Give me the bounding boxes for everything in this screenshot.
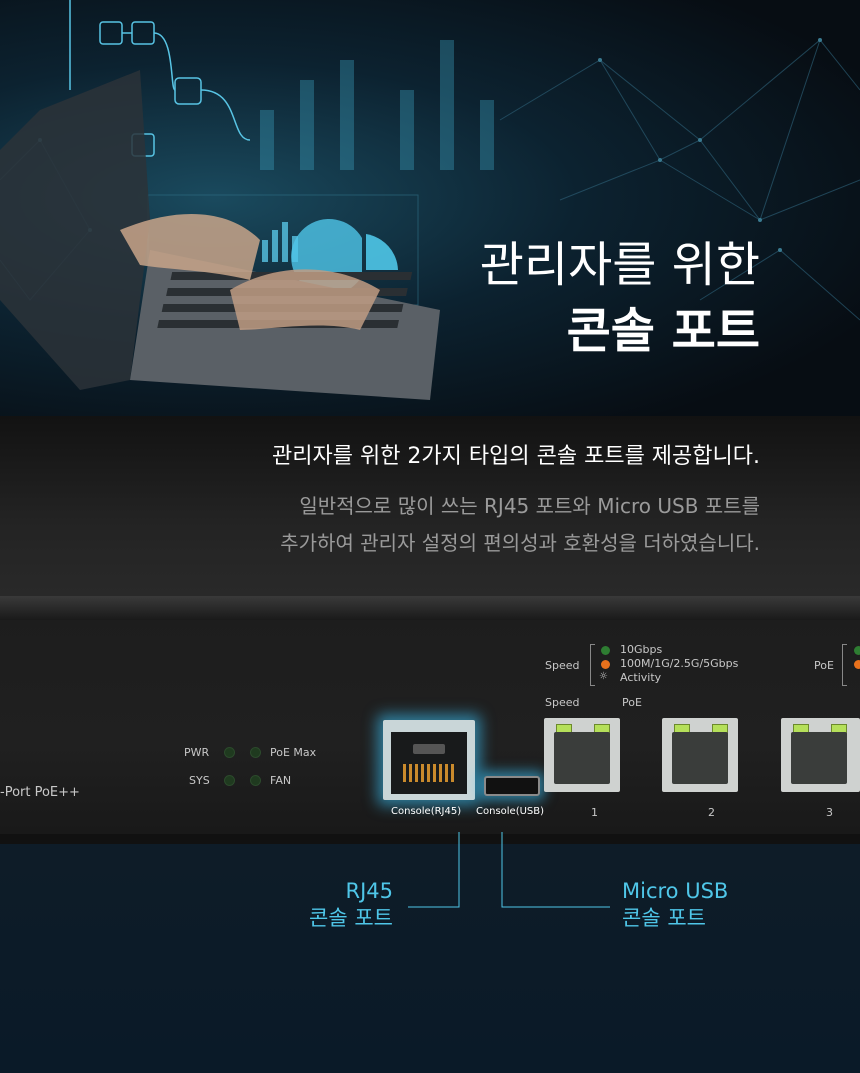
poe-max-led bbox=[250, 747, 261, 758]
callout-section bbox=[0, 844, 860, 1073]
legend-speed-label: Speed bbox=[545, 659, 580, 672]
fan-led bbox=[250, 775, 261, 786]
legend-poe-bracket bbox=[842, 644, 847, 686]
description-sub-line1: 일반적으로 많이 쓰는 RJ45 포트와 Micro USB 포트를 bbox=[299, 494, 760, 518]
legend-item-10gbps: 10Gbps bbox=[620, 643, 663, 656]
sys-label: SYS bbox=[189, 774, 210, 787]
sys-led bbox=[224, 775, 235, 786]
pwr-label: PWR bbox=[184, 746, 210, 759]
legend-green-dot bbox=[601, 646, 610, 655]
rj45-pins bbox=[403, 764, 455, 782]
callout-rj45-line1: RJ45 bbox=[345, 879, 393, 903]
pwr-led bbox=[224, 747, 235, 758]
legend-poe-label: PoE bbox=[814, 659, 834, 672]
console-usb-port bbox=[484, 776, 540, 796]
panel-bottom-edge bbox=[0, 834, 860, 844]
callout-rj45-line2: 콘솔 포트 bbox=[309, 906, 393, 930]
hero-title-line2: 콘솔 포트 bbox=[566, 303, 760, 359]
hero-illustration bbox=[0, 0, 860, 400]
port-jack bbox=[791, 732, 847, 784]
callout-usb-line1: Micro USB bbox=[622, 879, 729, 903]
poe-max-label: PoE Max bbox=[270, 746, 317, 759]
legend-orange-dot bbox=[601, 660, 610, 669]
port-number-2: 2 bbox=[708, 806, 715, 819]
description-sub-line2: 추가하여 관리자 설정의 편의성과 호환성을 더하였습니다. bbox=[280, 531, 760, 555]
activity-icon: ☼ bbox=[599, 671, 608, 682]
legend-poe-green-dot bbox=[854, 646, 860, 655]
port-jack bbox=[554, 732, 610, 784]
legend-bracket bbox=[590, 644, 595, 686]
port-number-3: 3 bbox=[826, 806, 833, 819]
console-rj45-port bbox=[383, 720, 475, 800]
port-jack bbox=[672, 732, 728, 784]
rj45-latch bbox=[413, 744, 445, 754]
legend-poe-orange-dot bbox=[854, 660, 860, 669]
legend-item-activity: Activity bbox=[620, 671, 662, 684]
model-text: -Port PoE++ bbox=[0, 785, 80, 800]
callout-rj45: RJ45 콘솔 포트 bbox=[309, 878, 393, 932]
callout-usb-line2: 콘솔 포트 bbox=[622, 906, 706, 930]
rj45-jack bbox=[391, 732, 467, 794]
description-section: 관리자를 위한 2가지 타입의 콘솔 포트를 제공합니다. 일반적으로 많이 쓰… bbox=[0, 416, 860, 606]
fan-label: FAN bbox=[270, 774, 292, 787]
ethernet-port-1 bbox=[544, 718, 620, 792]
ethernet-port-2 bbox=[662, 718, 738, 792]
legend-item-multispeed: 100M/1G/2.5G/5Gbps bbox=[620, 657, 739, 670]
ethernet-port-3 bbox=[781, 718, 860, 792]
console-rj45-label: Console(RJ45) bbox=[391, 806, 462, 817]
console-usb-label: Console(USB) bbox=[476, 806, 545, 817]
port-header-speed: Speed bbox=[545, 696, 580, 709]
port-header-poe: PoE bbox=[622, 696, 642, 709]
port-number-1: 1 bbox=[591, 806, 598, 819]
description-subtext: 일반적으로 많이 쓰는 RJ45 포트와 Micro USB 포트를 추가하여 … bbox=[280, 488, 760, 562]
hero-banner: 관리자를 위한 콘솔 포트 bbox=[0, 0, 860, 440]
panel-top-edge bbox=[0, 596, 860, 620]
callout-usb: Micro USB 콘솔 포트 bbox=[622, 878, 728, 932]
description-headline: 관리자를 위한 2가지 타입의 콘솔 포트를 제공합니다. bbox=[272, 444, 760, 469]
hero-title: 관리자를 위한 콘솔 포트 bbox=[480, 232, 760, 364]
hero-title-line1: 관리자를 위한 bbox=[479, 237, 760, 293]
